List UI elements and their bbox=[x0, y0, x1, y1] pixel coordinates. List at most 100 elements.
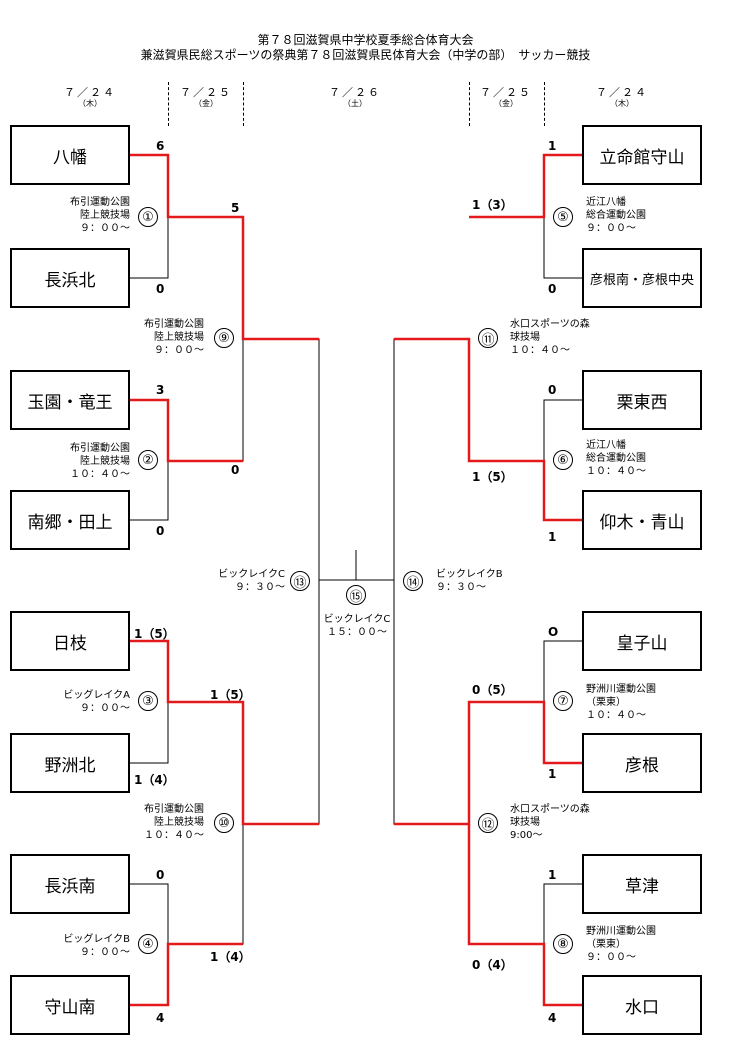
bracket-line bbox=[130, 217, 169, 279]
match-number: ⑩ bbox=[214, 813, 234, 833]
team-left-1: 八幡 bbox=[10, 125, 130, 185]
score: 0（5） bbox=[472, 683, 513, 697]
team-right-7: 草津 bbox=[582, 854, 702, 914]
team-left-7: 長浜南 bbox=[10, 854, 130, 914]
venue-label: 水口スポーツの森 球技場 9:00〜 bbox=[510, 804, 590, 841]
venue-label: 布引運動公園 陸上競技場 １０：４０〜 bbox=[70, 443, 130, 480]
team-right-5: 皇子山 bbox=[582, 611, 702, 671]
team-right-1: 立命館守山 bbox=[582, 125, 702, 185]
venue-label: 近江八幡 総合運動公園 ９：００〜 bbox=[586, 197, 646, 234]
bracket-line bbox=[130, 461, 169, 521]
venue-label: ビックレイクB ９：３０〜 bbox=[436, 569, 503, 593]
bracket-line bbox=[543, 217, 582, 279]
team-left-6: 野洲北 bbox=[10, 733, 130, 793]
match-number: ⑫ bbox=[478, 813, 498, 833]
venue-label: ビッグレイクA ９：００〜 bbox=[63, 690, 130, 714]
score: 3 bbox=[156, 383, 165, 397]
venue-label: ビックレイクC １５：００〜 bbox=[323, 614, 391, 638]
team-right-6: 彦根 bbox=[582, 733, 702, 793]
date-col-5: ７／２４ bbox=[596, 86, 648, 99]
date-divider bbox=[544, 82, 545, 126]
venue-label: 布引運動公園 陸上競技場 １０：４０〜 bbox=[144, 804, 204, 841]
bracket-line bbox=[130, 883, 169, 944]
tournament-subtitle: 兼滋賀県民総スポーツの祭典第７８回滋賀県民体育大会（中学の部） サッカー競技 bbox=[140, 48, 591, 62]
winner-line bbox=[469, 153, 582, 219]
score: 1（5） bbox=[134, 627, 175, 641]
team-right-3: 栗東西 bbox=[582, 370, 702, 430]
score: 0 bbox=[156, 524, 165, 538]
team-right-2: 彦根南・彦根中央 bbox=[582, 248, 702, 308]
match-number: ⑬ bbox=[290, 571, 310, 591]
bracket-line bbox=[543, 640, 582, 702]
score: 5 bbox=[231, 201, 240, 215]
bracket-line bbox=[543, 883, 582, 944]
date-col-3: ７／２６ bbox=[329, 86, 381, 99]
match-number: ⑤ bbox=[553, 207, 573, 227]
venue-label: ビックレイクC ９：３０〜 bbox=[218, 569, 285, 593]
dow-col-4: （金） bbox=[494, 99, 518, 108]
match-number: ① bbox=[138, 207, 158, 227]
score: 0（4） bbox=[472, 958, 513, 972]
date-divider bbox=[168, 82, 169, 126]
winner-line bbox=[130, 639, 319, 826]
score: 6 bbox=[156, 139, 165, 153]
score: 0 bbox=[548, 383, 557, 397]
score: 0 bbox=[548, 282, 557, 296]
match-number: ⑥ bbox=[553, 450, 573, 470]
dow-col-3: （土） bbox=[343, 99, 367, 108]
venue-label: 布引運動公園 陸上競技場 ９：００〜 bbox=[144, 319, 204, 356]
dow-col-5: （木） bbox=[610, 99, 634, 108]
match-number: ⑭ bbox=[403, 571, 423, 591]
score: 1（5） bbox=[210, 688, 251, 702]
match-number: ⑧ bbox=[553, 934, 573, 954]
score: 1 bbox=[548, 767, 557, 781]
team-left-4: 南郷・田上 bbox=[10, 490, 130, 550]
winner-line bbox=[394, 337, 582, 522]
team-left-5: 日枝 bbox=[10, 611, 130, 671]
winner-line bbox=[467, 824, 582, 1007]
score: 1 bbox=[548, 530, 557, 544]
score: 1（3） bbox=[472, 198, 513, 212]
venue-label: 布引運動公園 陸上競技場 ９：００〜 bbox=[70, 197, 130, 234]
score: 1（4） bbox=[134, 773, 175, 787]
score: 4 bbox=[156, 1011, 165, 1025]
date-col-4: ７／２５ bbox=[480, 86, 532, 99]
score: 1 bbox=[548, 868, 557, 882]
score: O bbox=[548, 625, 559, 639]
date-col-1: ７／２４ bbox=[64, 86, 116, 99]
date-divider bbox=[469, 82, 470, 126]
venue-label: 野洲川運動公園 （栗東） ９：００〜 bbox=[586, 926, 656, 963]
score: 0 bbox=[231, 463, 240, 477]
dow-col-1: （木） bbox=[78, 99, 102, 108]
team-left-3: 玉園・竜王 bbox=[10, 370, 130, 430]
score: 0 bbox=[156, 282, 165, 296]
winner-line bbox=[130, 942, 243, 1007]
team-right-4: 仰木・青山 bbox=[582, 490, 702, 550]
winner-line bbox=[394, 700, 582, 826]
dow-col-2: （金） bbox=[194, 99, 218, 108]
venue-label: 水口スポーツの森 球技場 １０：４０〜 bbox=[510, 319, 590, 356]
score: 1 bbox=[548, 139, 557, 153]
team-left-8: 守山南 bbox=[10, 975, 130, 1035]
bracket-line bbox=[130, 702, 169, 764]
winner-line bbox=[130, 153, 319, 341]
score: 4 bbox=[548, 1011, 557, 1025]
tournament-title: 第７８回滋賀県中学校夏季総合体育大会 bbox=[257, 33, 474, 47]
match-number: ③ bbox=[138, 691, 158, 711]
team-left-2: 長浜北 bbox=[10, 248, 130, 308]
venue-label: ビッグレイクB ９：００〜 bbox=[63, 934, 130, 958]
venue-label: 野洲川運動公園 （栗東） １０：４０〜 bbox=[586, 684, 656, 721]
venue-label: 近江八幡 総合運動公園 １０：４０〜 bbox=[586, 440, 646, 477]
match-number: ⑪ bbox=[478, 328, 498, 348]
match-number: ⑦ bbox=[553, 691, 573, 711]
winner-line bbox=[130, 398, 243, 463]
date-divider bbox=[243, 82, 244, 126]
score: 1（4） bbox=[210, 950, 251, 964]
match-number: ⑮ bbox=[346, 585, 366, 605]
match-number: ② bbox=[138, 450, 158, 470]
score: 1（5） bbox=[472, 470, 513, 484]
bracket-line bbox=[168, 339, 244, 462]
team-right-8: 水口 bbox=[582, 975, 702, 1035]
date-col-2: ７／２５ bbox=[180, 86, 232, 99]
